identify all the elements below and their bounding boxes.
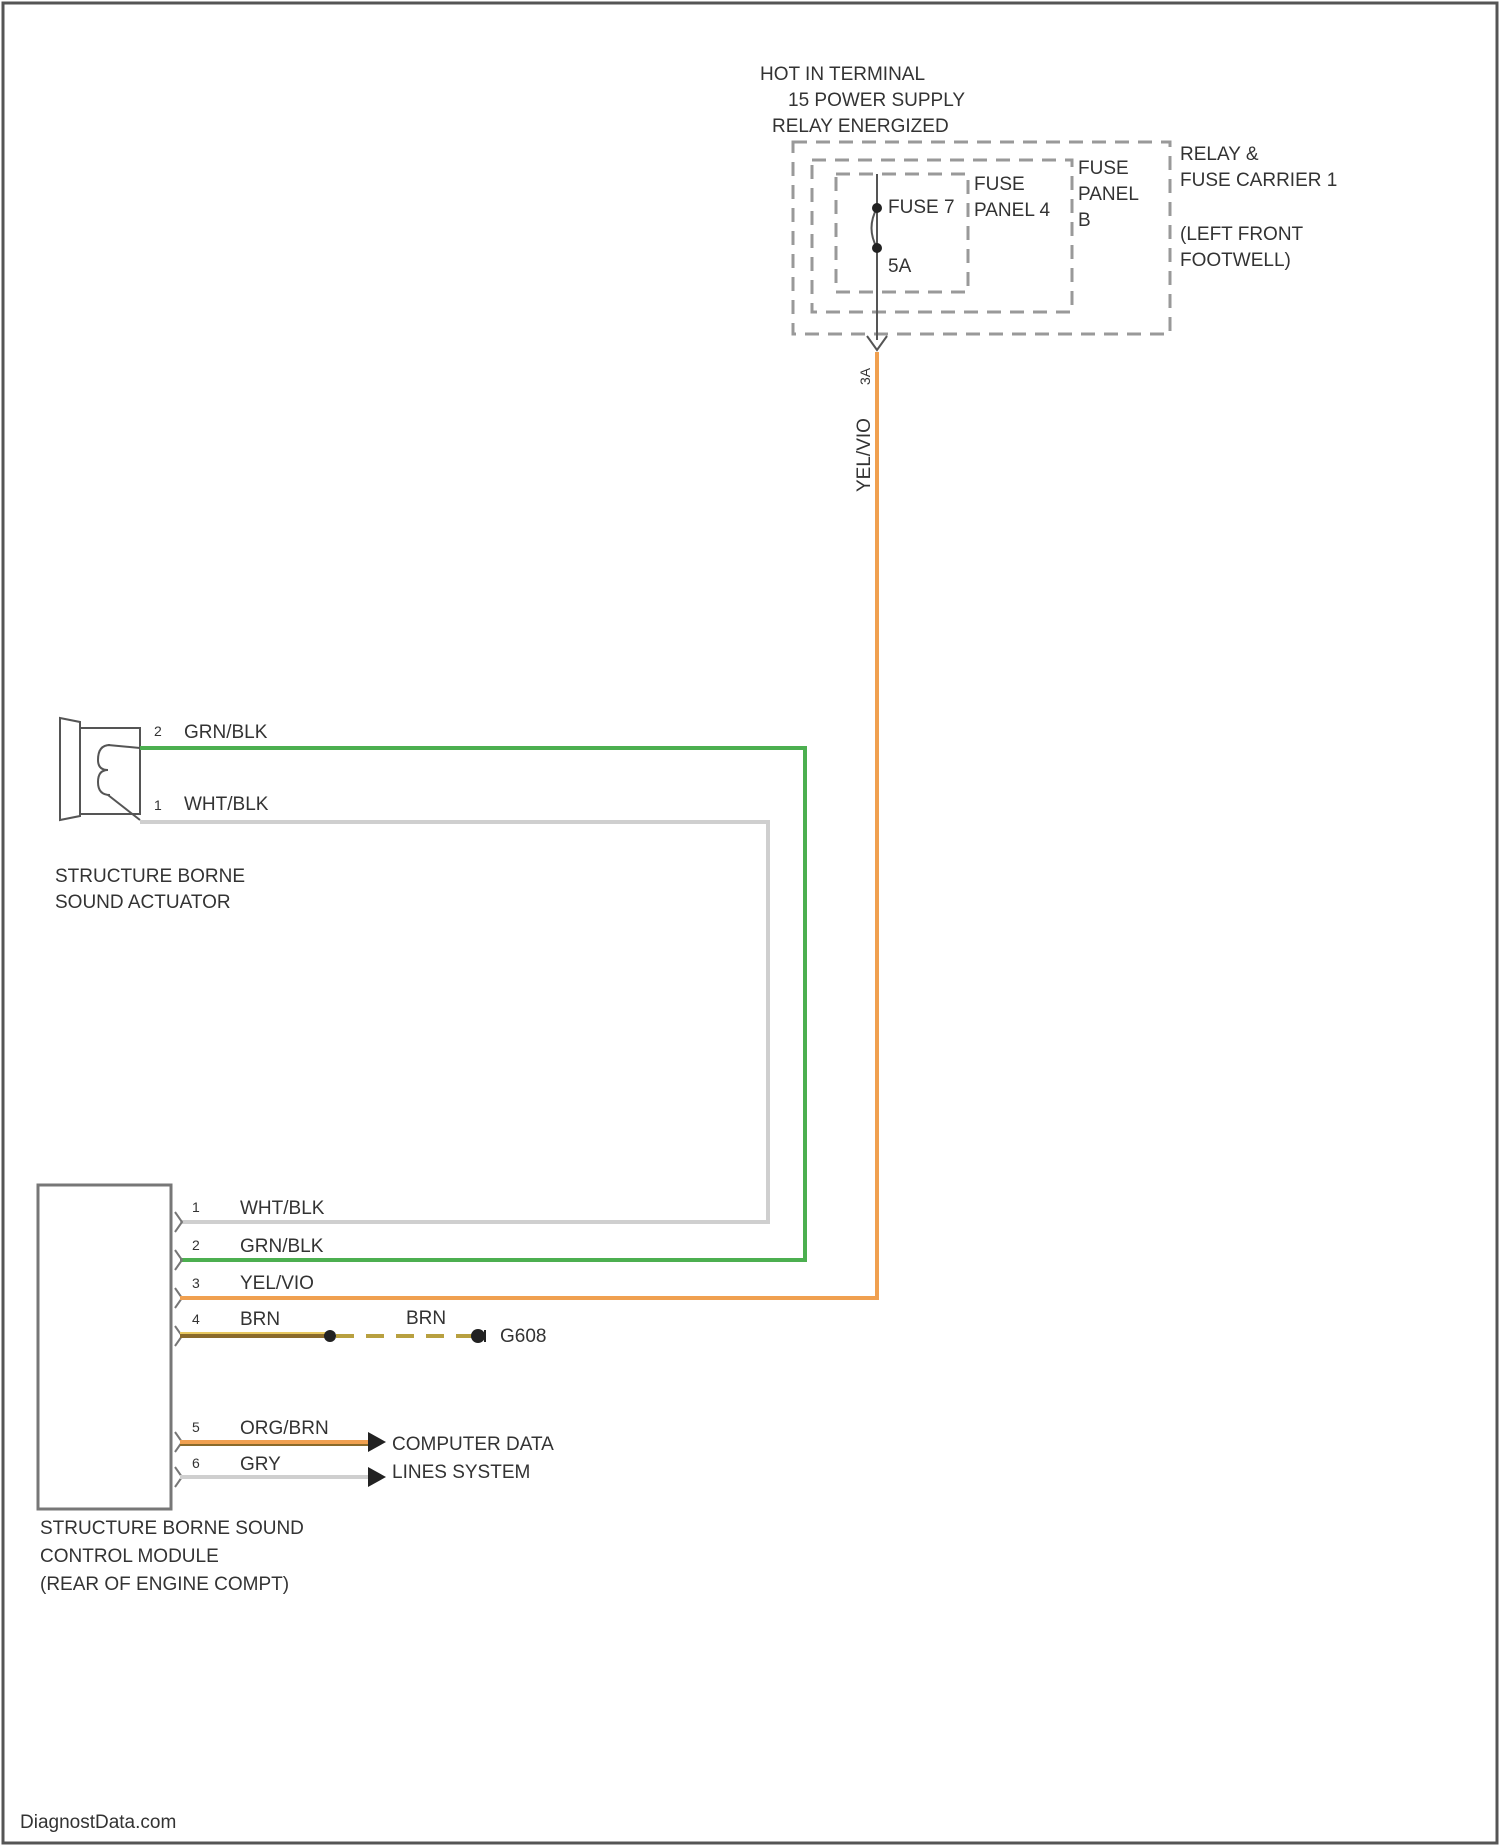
supply-label-1: HOT IN TERMINAL xyxy=(760,64,925,85)
actuator-pin-1-number: 1 xyxy=(154,797,162,813)
module-pin-1-number: 1 xyxy=(192,1199,200,1215)
wire-grn-blk xyxy=(140,748,805,1260)
ground-wire-color-code: BRN xyxy=(406,1308,446,1329)
module-pin-5-number: 5 xyxy=(192,1419,200,1435)
fuse-rating-label: 5A xyxy=(888,256,912,277)
data-bus-label-1: COMPUTER DATA xyxy=(392,1434,554,1455)
splice-dot xyxy=(324,1330,336,1342)
module-pin-6-number: 6 xyxy=(192,1455,200,1471)
module-name-1: STRUCTURE BORNE SOUND xyxy=(40,1518,304,1539)
supply-label-3: RELAY ENERGIZED xyxy=(772,116,949,137)
fuse-panel-4-label-1: FUSE xyxy=(974,174,1025,195)
fuse-panel-b-label-3: B xyxy=(1078,210,1091,231)
actuator-name-1: STRUCTURE BORNE xyxy=(55,866,245,887)
control-module-box xyxy=(38,1185,171,1509)
data-arrow-1-icon xyxy=(368,1432,386,1452)
actuator-name-2: SOUND ACTUATOR xyxy=(55,892,231,913)
module-pin-4-number: 4 xyxy=(192,1311,200,1327)
ground-icon xyxy=(471,1329,485,1343)
fuse-panel-b-label-1: FUSE xyxy=(1078,158,1129,179)
module-pin-3-number: 3 xyxy=(192,1275,200,1291)
relay-fuse-carrier-location-1: (LEFT FRONT xyxy=(1180,224,1304,245)
module-pin-3-wire: YEL/VIO xyxy=(240,1273,314,1294)
data-bus-label-2: LINES SYSTEM xyxy=(392,1462,530,1483)
fuse-name-label: FUSE 7 xyxy=(888,197,955,218)
actuator-pin-2-number: 2 xyxy=(154,723,162,739)
actuator-pin-2-wire: GRN/BLK xyxy=(184,722,268,743)
data-arrow-2-icon xyxy=(368,1467,386,1487)
module-pin-2-number: 2 xyxy=(192,1237,200,1253)
module-pin-4-wire: BRN xyxy=(240,1309,280,1330)
relay-fuse-carrier-name-2: FUSE CARRIER 1 xyxy=(1180,170,1337,191)
vertical-wire-color-code: YEL/VIO xyxy=(854,418,875,492)
actuator-icon xyxy=(60,718,140,820)
module-name-2: CONTROL MODULE xyxy=(40,1546,219,1567)
supply-label-2: 15 POWER SUPPLY xyxy=(788,90,965,111)
module-name-3: (REAR OF ENGINE COMPT) xyxy=(40,1574,289,1595)
ground-label: G608 xyxy=(500,1326,546,1347)
relay-fuse-carrier-location-2: FOOTWELL) xyxy=(1180,250,1291,271)
watermark: DiagnostData.com xyxy=(20,1812,176,1833)
fuse-panel-b-label-2: PANEL xyxy=(1078,184,1139,205)
module-pin-6-wire: GRY xyxy=(240,1454,281,1475)
fuse-symbol xyxy=(872,174,883,340)
fuse-panel-4-label-2: PANEL 4 xyxy=(974,200,1050,221)
relay-fuse-carrier-name-1: RELAY & xyxy=(1180,144,1259,165)
actuator-pin-1-wire: WHT/BLK xyxy=(184,794,269,815)
module-pin-2-wire: GRN/BLK xyxy=(240,1236,324,1257)
diagram-border xyxy=(3,3,1497,1843)
module-pin-1-wire: WHT/BLK xyxy=(240,1198,325,1219)
vertical-wire-pin: 3A xyxy=(857,367,873,385)
module-pin-5-wire: ORG/BRN xyxy=(240,1418,329,1439)
